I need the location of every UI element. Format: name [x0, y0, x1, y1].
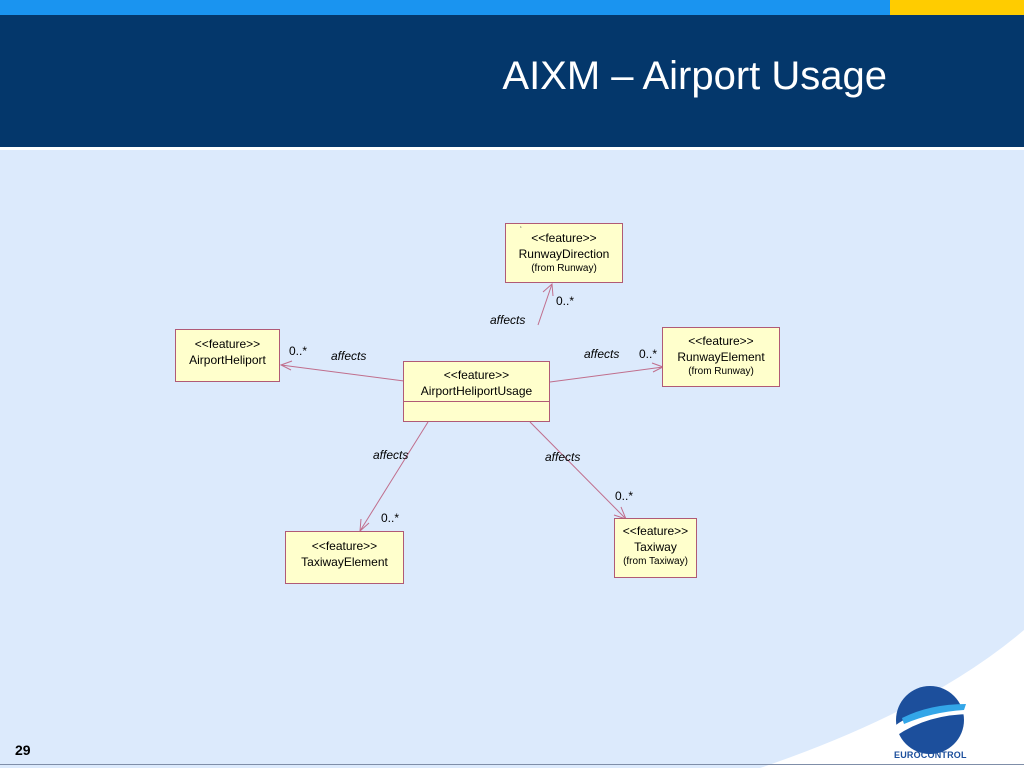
stereotype-label: <<feature>> — [443, 368, 510, 382]
role-label-runway-direction: affects — [490, 313, 526, 327]
class-airport-heliport: <<feature>> AirportHeliport — [175, 329, 280, 382]
role-label-taxiway: affects — [545, 450, 581, 464]
class-name: TaxiwayElement — [301, 555, 388, 569]
class-name: AirportHeliport — [189, 353, 266, 367]
multiplicity-taxiway-element: 0..* — [381, 511, 400, 525]
role-label-airport-heliport: affects — [331, 349, 367, 363]
arrowhead-runwaydirection — [542, 282, 554, 297]
class-runway-element: <<feature>> RunwayElement (from Runway) — [662, 327, 780, 387]
top-accent-strip — [890, 0, 1024, 15]
eurocontrol-logo-icon — [892, 686, 974, 754]
multiplicity-taxiway: 0..* — [615, 489, 634, 503]
role-label-runway-element: affects — [584, 347, 620, 361]
class-name: AirportHeliportUsage — [420, 384, 533, 398]
top-strip — [0, 0, 890, 15]
edge-usage-runwaydirection — [537, 283, 553, 326]
class-name: Taxiway — [634, 540, 677, 554]
stereotype-label: <<feature>> — [688, 334, 754, 348]
footer-rule — [0, 764, 1024, 765]
stereotype-label: <<feature>> — [194, 337, 261, 351]
class-airport-heliport-usage: <<feature>> AirportHeliportUsage — [403, 361, 550, 422]
slide-title: AIXM – Airport Usage — [502, 54, 887, 98]
page-number: 29 — [15, 742, 31, 758]
class-name: RunwayElement — [677, 350, 765, 364]
class-name: RunwayDirection — [518, 247, 610, 261]
role-label-taxiway-element: affects — [373, 448, 409, 462]
tick-mark: ‘ — [520, 225, 522, 234]
slide-header — [0, 15, 1024, 147]
multiplicity-runway-element: 0..* — [639, 347, 658, 361]
class-taxiway-element: <<feature>> TaxiwayElement — [285, 531, 404, 584]
package-note: (from Runway) — [688, 366, 754, 377]
edge-usage-taxiway — [529, 421, 627, 520]
class-runway-direction: <<feature>> RunwayDirection (from Runway… — [505, 223, 623, 283]
class-taxiway: <<feature>> Taxiway (from Taxiway) — [614, 518, 697, 578]
stereotype-label: <<feature>> — [311, 539, 378, 553]
package-note: (from Taxiway) — [623, 556, 688, 567]
arrowhead-airportheliport — [279, 360, 293, 371]
stereotype-label: <<feature>> — [531, 231, 597, 245]
attribute-compartment — [404, 401, 549, 402]
package-note: (from Runway) — [531, 263, 597, 274]
edge-usage-runwayelement — [549, 366, 664, 383]
edge-usage-taxiwayelement — [359, 421, 429, 532]
logo-wordmark: EUROCONTROL — [894, 750, 967, 760]
edge-usage-airportheliport — [280, 364, 405, 382]
multiplicity-airport-heliport: 0..* — [289, 344, 308, 358]
stereotype-label: <<feature>> — [622, 524, 689, 538]
multiplicity-runway-direction: 0..* — [556, 294, 575, 308]
arrowhead-taxiwayelement — [359, 518, 370, 533]
